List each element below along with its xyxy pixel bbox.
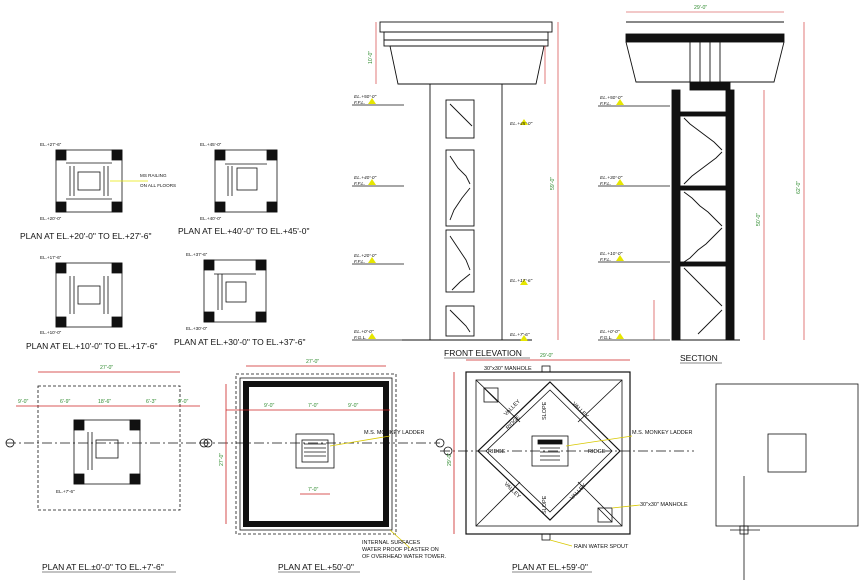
plan0-dim-overall: 27'-0" bbox=[100, 365, 113, 371]
section-dimensions bbox=[626, 11, 805, 340]
section-dim-shaft: 50'-0" bbox=[756, 213, 762, 226]
elevation-dimensions bbox=[375, 22, 559, 340]
elevation-levels bbox=[352, 98, 528, 341]
plan3-level-top: EL.+17'-6" bbox=[40, 255, 62, 260]
elev-level-20: EL.+20'-0" bbox=[354, 253, 377, 259]
plan-59 bbox=[440, 359, 694, 541]
caption-plan-50: PLAN AT EL.+50'-0" bbox=[278, 562, 354, 572]
ridge-e: RIDGE bbox=[588, 449, 606, 455]
caption-plan-59: PLAN AT EL.+59'-0" bbox=[512, 562, 588, 572]
plan50-dim-left: 9'-0" bbox=[264, 403, 274, 409]
plan0-dim-18-6: 18'-6" bbox=[98, 399, 111, 405]
section-dim-total: 62'-0" bbox=[796, 181, 802, 194]
plan4-level-bottom: EL.+30'-0" bbox=[186, 326, 208, 331]
plan-30-37 bbox=[203, 259, 267, 323]
sec-ffl-10: F.F.L. bbox=[600, 257, 611, 263]
manhole-bottom-label: 30"x30" MANHOLE bbox=[640, 502, 688, 508]
sec-level-10: EL.+10'-0" bbox=[600, 251, 623, 257]
sec-level-0: EL.+0'-0" bbox=[600, 329, 620, 335]
caption-plan-40-45: PLAN AT EL.+40'-0" TO EL.+45'-0" bbox=[178, 226, 310, 236]
elev-level-17: EL.+17'-6" bbox=[510, 278, 533, 284]
plan50-dim-right: 9'-0" bbox=[348, 403, 358, 409]
elev-dim-height: 59'-0" bbox=[550, 177, 556, 190]
plan-40-45 bbox=[214, 149, 278, 213]
elev-level-40: EL.+40'-0" bbox=[354, 175, 377, 181]
plan2-level-bottom: EL.+40'-0" bbox=[200, 216, 222, 221]
internal-surfaces-1: INTERNAL SURFACES bbox=[362, 540, 421, 546]
rain-water-spout-label: RAIN WATER SPOUT bbox=[574, 544, 629, 550]
internal-surfaces-2: WATER PROOF PLASTER ON bbox=[362, 547, 439, 553]
sec-level-50: EL.+50'-0" bbox=[600, 95, 623, 101]
caption-plan-20-27: PLAN AT EL.+20'-0" TO EL.+27'-6" bbox=[20, 231, 152, 241]
plan59-monkey-ladder: M.S. MONKEY LADDER bbox=[632, 430, 692, 436]
internal-surfaces-3: OF OVERHEAD WATER TOWER. bbox=[362, 554, 447, 560]
elev-ffl-40: F.F.L. bbox=[354, 181, 365, 187]
elev-level-0: EL.+0'-0" bbox=[354, 329, 374, 335]
caption-section: SECTION bbox=[680, 353, 718, 363]
plan-20-27 bbox=[55, 149, 123, 213]
plan50-dim-overall: 27'-0" bbox=[306, 359, 319, 365]
plan50-dim-mid: 7'-0" bbox=[308, 403, 318, 409]
plan59-dim-vertical: 29'-0" bbox=[447, 453, 453, 466]
plan50-dim-vertical: 27'-0" bbox=[219, 453, 225, 466]
elev-level-45: EL.+45'-0" bbox=[510, 121, 533, 127]
ms-railing-label: MS RAILING bbox=[140, 173, 167, 178]
key-plan bbox=[715, 383, 859, 580]
section-levels bbox=[598, 99, 670, 341]
plan1-level-top: EL.+27'-6" bbox=[40, 142, 62, 147]
elev-level-7: EL.+7'-6" bbox=[510, 332, 530, 338]
elev-ffl-50: F.F.L. bbox=[354, 100, 365, 106]
caption-plan-0-7: PLAN AT EL.±0'-0" TO EL.+7'-6" bbox=[42, 562, 164, 572]
elev-fgl: F.G.L. bbox=[354, 335, 367, 341]
section-drawing bbox=[625, 21, 785, 341]
plan4-level-top: EL.+37'-6" bbox=[186, 252, 208, 257]
plan0-dim-6-9: 6'-9" bbox=[60, 399, 70, 405]
manhole-top-label: 30"x30" MANHOLE bbox=[484, 366, 532, 372]
plan0-dim-6-3: 6'-3" bbox=[146, 399, 156, 405]
plan50-monkey-ladder: M.S. MONKEY LADDER bbox=[364, 430, 424, 436]
plan0-dim-left: 9'-0" bbox=[18, 399, 28, 405]
caption-front-elevation: FRONT ELEVATION bbox=[444, 348, 522, 358]
plan-0-7 bbox=[5, 371, 209, 511]
plan3-level-bottom: EL.+10'-0" bbox=[40, 330, 62, 335]
slope-bottom: SLOPE bbox=[542, 495, 548, 514]
elev-level-50: EL.+50'-0" bbox=[354, 94, 377, 100]
caption-plan-30-37: PLAN AT EL.+30'-0" TO EL.+37'-6" bbox=[174, 337, 306, 347]
elev-dim-tank: 10'-0" bbox=[368, 51, 374, 64]
caption-plan-10-17: PLAN AT EL.+10'-0" TO EL.+17'-6" bbox=[26, 341, 158, 351]
plan2-level-top: EL.+45'-0" bbox=[200, 142, 222, 147]
sec-fgl: F.G.L. bbox=[600, 335, 613, 341]
plan1-level-bottom: EL.+20'-0" bbox=[40, 216, 62, 221]
plan-50 bbox=[200, 365, 445, 535]
plan-10-17 bbox=[55, 262, 123, 328]
elev-ffl-20: F.F.L. bbox=[354, 259, 365, 265]
slope-top: SLOPE bbox=[542, 401, 548, 420]
section-dim-top: 29'-0" bbox=[694, 5, 707, 11]
ridge-w: RIDGE bbox=[488, 449, 506, 455]
plan0-dim-right: 9'-0" bbox=[178, 399, 188, 405]
on-all-floors-label: ON ALL FLOORS bbox=[140, 183, 176, 188]
sec-level-30: EL.+30'-0" bbox=[600, 175, 623, 181]
plan50-dim-hatch: 7'-0" bbox=[308, 487, 318, 493]
front-elevation bbox=[379, 21, 553, 341]
plan0-level: EL.+7'-6" bbox=[56, 489, 75, 494]
sec-ffl-50: F.F.L. bbox=[600, 101, 611, 107]
sec-ffl-30: F.F.L. bbox=[600, 181, 611, 187]
plan59-dim-overall: 29'-0" bbox=[540, 353, 553, 359]
